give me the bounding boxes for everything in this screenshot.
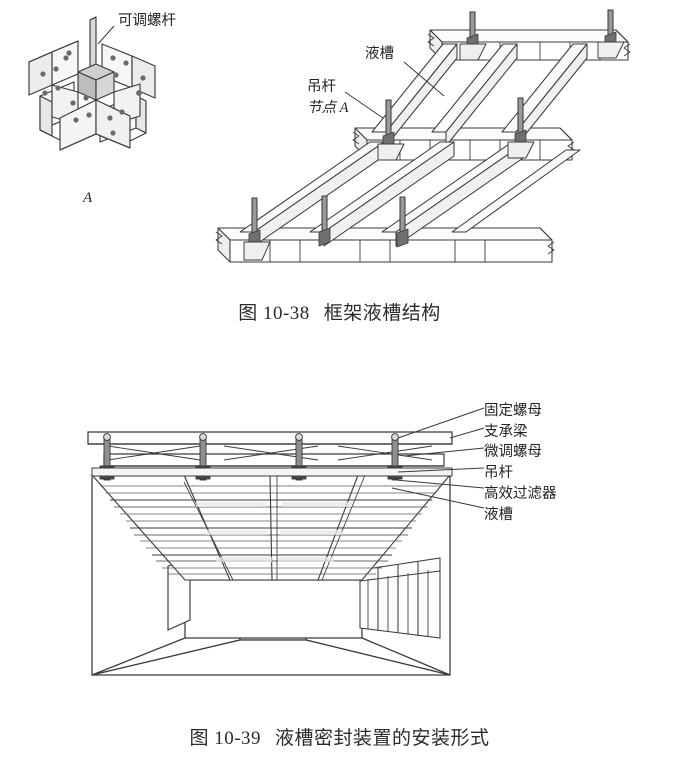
leader-line-adjustable-screw (97, 25, 115, 45)
leader-liquid-groove (391, 487, 485, 509)
figure-10-38: 可调螺杆 液槽 吊杆 节点 A A (0, 0, 679, 290)
leader-hanger-rod (397, 467, 485, 473)
groove-beam-front (215, 227, 555, 263)
figure-10-38-caption: 图 10-38 框架液槽结构 (0, 298, 679, 325)
leader-hepa-filter (395, 479, 485, 489)
label-liquid-groove: 液槽 (365, 46, 394, 62)
leader-fine-adjust-nut (403, 447, 485, 457)
support-beam-assembly (87, 431, 453, 481)
liquid-groove-channels (91, 467, 453, 477)
node-a-letter: A (83, 190, 93, 206)
label-fine-adjust-nut: 微调螺母 (484, 444, 542, 461)
figure-10-39-label-column: 固定螺母 支承梁 微调螺母 吊杆 高效过滤器 液槽 (484, 403, 557, 528)
caption-number: 图 10-38 (238, 303, 310, 324)
label-node-a: 节点 A (307, 100, 349, 116)
frame-groove-structure (215, 9, 631, 263)
figure-10-39 (0, 380, 679, 720)
label-hanger-rod-fig2: 吊杆 (484, 465, 513, 482)
back-wall-panel (184, 579, 363, 639)
ceiling-filter-grid (90, 474, 452, 581)
leader-line-hanger-rod (344, 91, 384, 119)
label-hepa-filter: 高效过滤器 (484, 485, 557, 502)
room-floor (91, 639, 451, 676)
louver-panels (359, 557, 441, 639)
label-liquid-groove-fig2: 液槽 (484, 506, 513, 523)
label-adjustable-screw-rod: 可调螺杆 (118, 13, 176, 29)
caption-title: 液槽密封装置的安装形式 (275, 728, 490, 749)
groove-beams-diagonal (239, 43, 588, 247)
leader-lines-fig2 (391, 407, 485, 509)
label-fixing-nut: 固定螺母 (484, 403, 542, 419)
bolt-holes (40, 50, 146, 136)
node-a-assembly (28, 16, 156, 151)
caption-number: 图 10-39 (189, 728, 262, 749)
leader-lines-fig1 (344, 61, 445, 119)
leader-support-beam (449, 427, 485, 439)
leader-fixing-nut (397, 407, 485, 439)
caption-title: 框架液槽结构 (323, 303, 441, 324)
figure-10-39-caption: 图 10-39 液槽密封装置的安装形式 (0, 723, 679, 750)
leader-line-groove (403, 61, 445, 97)
node-gussets (243, 41, 625, 261)
label-support-beam: 支承梁 (484, 423, 528, 440)
fixing-nuts (103, 433, 399, 441)
label-hanger-rod: 吊杆 (307, 79, 336, 95)
